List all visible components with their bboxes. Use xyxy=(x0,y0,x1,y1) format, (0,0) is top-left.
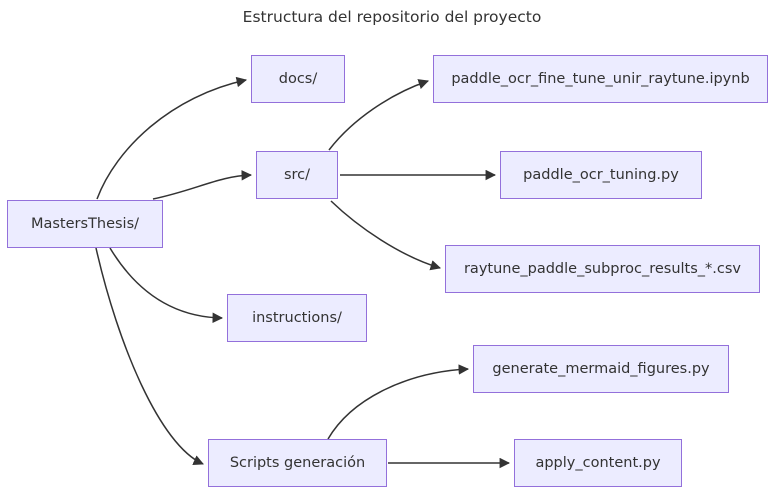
node-src: src/ xyxy=(256,151,338,199)
node-masters: MastersThesis/ xyxy=(7,200,163,248)
edge-masters-to-instructions xyxy=(109,247,224,324)
node-tuning: paddle_ocr_tuning.py xyxy=(500,151,702,199)
node-apply: apply_content.py xyxy=(514,439,682,487)
edge-src-to-ipynb xyxy=(328,79,429,151)
node-label-masters: MastersThesis/ xyxy=(30,216,140,232)
node-docs: docs/ xyxy=(251,55,345,103)
edge-src-to-csv xyxy=(330,200,442,271)
edge-masters-to-docs xyxy=(96,76,248,200)
node-label-apply: apply_content.py xyxy=(535,455,661,471)
node-label-ipynb: paddle_ocr_fine_tune_unir_raytune.ipynb xyxy=(451,71,750,87)
node-generate: generate_mermaid_figures.py xyxy=(473,345,729,393)
diagram-title: Estructura del repositorio del proyecto xyxy=(242,8,542,26)
node-label-generate: generate_mermaid_figures.py xyxy=(492,361,710,377)
edge-masters-to-scripts xyxy=(95,247,204,465)
node-label-docs: docs/ xyxy=(278,71,318,87)
node-label-src: src/ xyxy=(283,167,311,183)
edge-masters-to-src xyxy=(152,170,253,200)
node-instructions: instructions/ xyxy=(227,294,367,342)
node-label-csv: raytune_paddle_subproc_results_*.csv xyxy=(463,261,742,277)
node-ipynb: paddle_ocr_fine_tune_unir_raytune.ipynb xyxy=(433,55,768,103)
node-label-tuning: paddle_ocr_tuning.py xyxy=(523,167,679,183)
node-scripts: Scripts generación xyxy=(208,439,387,487)
node-label-instructions: instructions/ xyxy=(252,310,342,326)
node-label-scripts: Scripts generación xyxy=(229,455,366,471)
edge-scripts-to-generate xyxy=(327,364,470,440)
node-csv: raytune_paddle_subproc_results_*.csv xyxy=(445,245,760,293)
